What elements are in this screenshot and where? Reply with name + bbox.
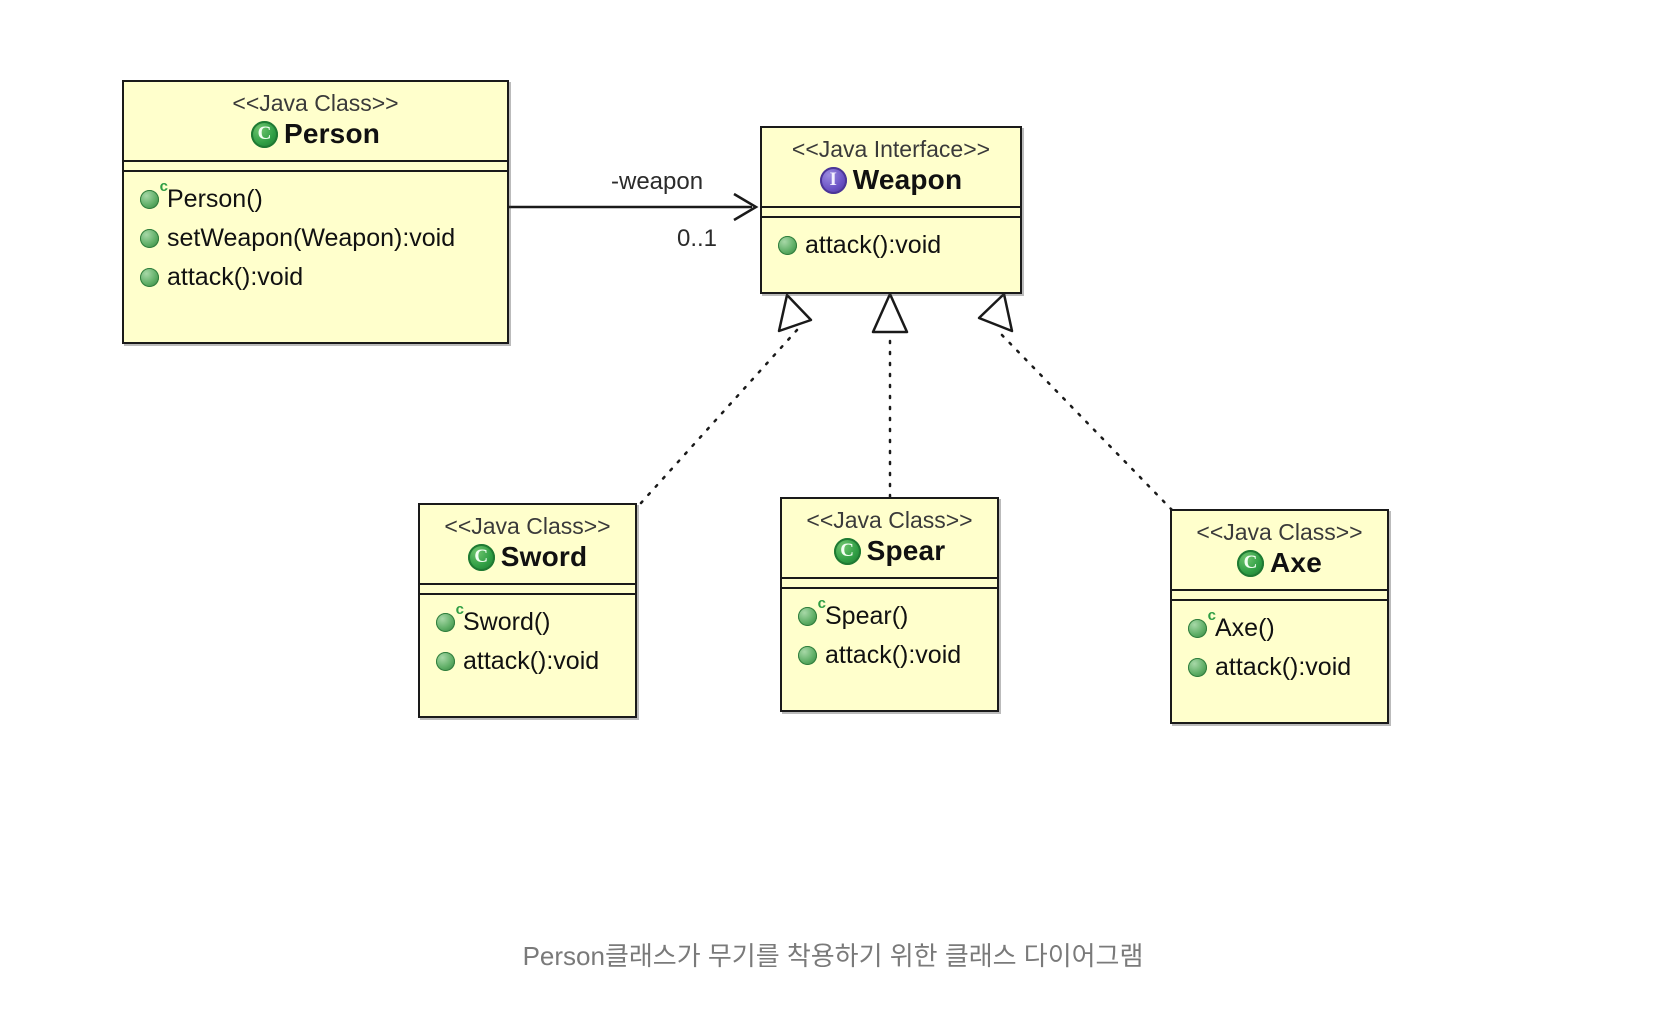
member-label: setWeapon(Weapon):void <box>167 224 456 253</box>
interface-box-weapon[interactable]: <<Java Interface>> Weapon attack():void <box>760 126 1022 294</box>
class-icon <box>833 537 861 565</box>
member-label: attack():void <box>805 231 942 260</box>
class-name: Axe <box>1270 547 1322 579</box>
attributes-compartment <box>420 585 635 594</box>
methods-compartment-weapon: attack():void <box>762 218 1020 275</box>
member-label: attack():void <box>167 263 304 292</box>
constructor-icon <box>436 602 464 633</box>
constructor-icon <box>140 179 168 210</box>
constructor-icon <box>1188 608 1216 639</box>
stereotype-label: <<Java Class>> <box>444 513 611 539</box>
member-label: attack():void <box>463 647 600 676</box>
diagram-caption: Person클래스가 무기를 착용하기 위한 클래스 다이어그램 <box>522 941 1144 971</box>
association-role-label: -weapon <box>611 168 704 195</box>
compartment-divider <box>762 216 1020 219</box>
class-title-row: Axe <box>1182 547 1377 579</box>
class-header-person: <<Java Class>> Person <box>124 82 507 160</box>
class-title-row: Sword <box>430 541 625 573</box>
interface-name: Weapon <box>852 164 963 196</box>
methods-compartment-spear: Spear() attack():void <box>782 589 997 685</box>
compartment-divider <box>1172 589 1387 592</box>
class-header-axe: <<Java Class>> Axe <box>1172 511 1387 589</box>
methods-compartment-sword: Sword() attack():void <box>420 595 635 691</box>
class-icon <box>467 543 495 571</box>
member-label: attack():void <box>1215 653 1352 682</box>
constructor-icon <box>798 596 826 627</box>
method-icon <box>778 236 797 256</box>
member-row[interactable]: attack():void <box>1172 648 1387 687</box>
compartment-divider <box>762 206 1020 209</box>
stereotype-label: <<Java Class>> <box>1196 519 1363 545</box>
class-title-row: Person <box>134 118 497 150</box>
compartment-divider <box>124 170 507 173</box>
member-label: Person() <box>167 185 263 214</box>
stereotype-label: <<Java Class>> <box>806 507 973 533</box>
methods-compartment-axe: Axe() attack():void <box>1172 601 1387 697</box>
compartment-divider <box>782 587 997 590</box>
member-row[interactable]: setWeapon(Weapon):void <box>124 219 507 258</box>
member-row[interactable]: Sword() <box>420 602 635 642</box>
class-name: Spear <box>866 535 946 567</box>
compartment-divider <box>420 583 635 586</box>
stereotype-label: <<Java Class>> <box>232 90 399 116</box>
attributes-compartment <box>124 162 507 171</box>
member-row[interactable]: Person() <box>124 179 507 219</box>
member-row[interactable]: attack():void <box>782 636 997 675</box>
edge-sword-weapon <box>639 293 813 505</box>
methods-compartment-person: Person() setWeapon(Weapon):void attack()… <box>124 172 507 307</box>
stereotype-label: <<Java Interface>> <box>791 136 991 162</box>
method-icon <box>436 652 455 672</box>
class-box-person[interactable]: <<Java Class>> Person Person() setWeapon… <box>122 80 509 344</box>
member-label: Axe() <box>1215 614 1275 643</box>
class-title-row: Spear <box>792 535 987 567</box>
interface-title-row: Weapon <box>772 164 1010 196</box>
edge-person-weapon <box>509 192 759 222</box>
attributes-compartment <box>782 579 997 588</box>
compartment-divider <box>1172 599 1387 602</box>
member-row[interactable]: attack():void <box>762 226 1020 265</box>
edge-axe-weapon <box>977 292 1174 512</box>
attributes-compartment <box>762 208 1020 217</box>
compartment-divider <box>124 160 507 163</box>
method-icon <box>140 229 159 249</box>
class-icon <box>250 120 278 148</box>
edge-spear-weapon <box>871 292 909 499</box>
member-label: Spear() <box>825 602 909 631</box>
compartment-divider <box>782 577 997 580</box>
member-row[interactable]: attack():void <box>124 258 507 297</box>
association-multiplicity-label: 0..1 <box>677 225 718 252</box>
member-label: Sword() <box>463 608 551 637</box>
class-header-spear: <<Java Class>> Spear <box>782 499 997 577</box>
class-box-axe[interactable]: <<Java Class>> Axe Axe() attack():void <box>1170 509 1389 724</box>
member-label: attack():void <box>825 641 962 670</box>
attributes-compartment <box>1172 591 1387 600</box>
member-row[interactable]: attack():void <box>420 642 635 681</box>
interface-header-weapon: <<Java Interface>> Weapon <box>762 128 1020 206</box>
member-row[interactable]: Axe() <box>1172 608 1387 648</box>
compartment-divider <box>420 593 635 596</box>
class-icon <box>1237 549 1265 577</box>
method-icon <box>1188 658 1207 678</box>
class-box-spear[interactable]: <<Java Class>> Spear Spear() attack():vo… <box>780 497 999 712</box>
interface-icon <box>819 166 847 194</box>
method-icon <box>798 646 817 666</box>
class-box-sword[interactable]: <<Java Class>> Sword Sword() attack():vo… <box>418 503 637 718</box>
class-header-sword: <<Java Class>> Sword <box>420 505 635 583</box>
member-row[interactable]: Spear() <box>782 596 997 636</box>
class-name: Person <box>283 118 381 150</box>
class-name: Sword <box>500 541 588 573</box>
method-icon <box>140 268 159 288</box>
